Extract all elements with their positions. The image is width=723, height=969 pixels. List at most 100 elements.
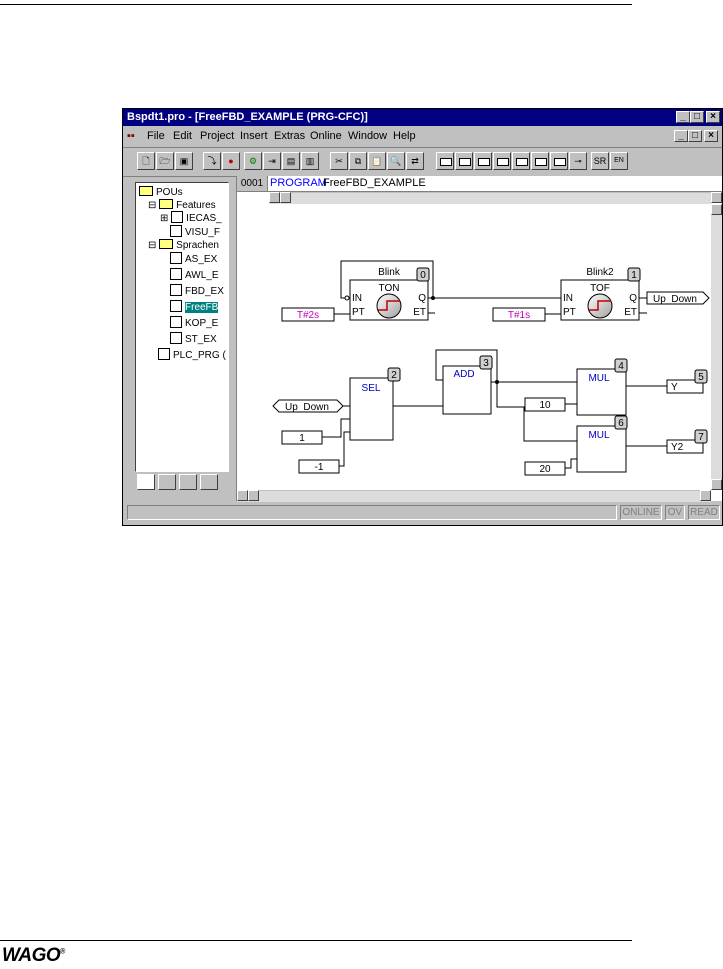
close-button[interactable]: × xyxy=(706,111,720,123)
editor-scroll-right[interactable] xyxy=(700,490,711,501)
toolbar: 🗋 🗁 ▣ ⤵ ● ⚙ ⇥ ▤ ▥ ✂ ⧉ 📋 🔍 ⇄ ⊸ SR EN xyxy=(123,147,722,177)
build-icon[interactable]: ⤵ xyxy=(203,152,221,170)
editor-horizontal-scrollbar[interactable] xyxy=(237,490,711,502)
replace-icon[interactable]: ⇄ xyxy=(406,152,424,170)
menu-insert[interactable]: Insert xyxy=(240,130,268,142)
find-icon[interactable]: 🔍 xyxy=(387,152,405,170)
negate-icon[interactable]: ⊸ xyxy=(569,152,587,170)
mdi-close-button[interactable]: × xyxy=(704,130,718,142)
y2-order: 7 xyxy=(698,432,704,443)
up-down-output-box[interactable] xyxy=(646,291,710,305)
stop-icon[interactable]: ● xyxy=(222,152,240,170)
decl-scroll-right[interactable] xyxy=(280,192,291,203)
tree-item-sprachen[interactable]: ⊟ Sprachen xyxy=(148,239,219,251)
logout-icon[interactable]: ▤ xyxy=(282,152,300,170)
line-number: 0001 xyxy=(237,176,268,191)
sel-const2: -1 xyxy=(315,462,324,473)
menu-edit[interactable]: Edit xyxy=(173,130,192,142)
editor-scroll-thumb[interactable] xyxy=(248,490,259,501)
sel-type: SEL xyxy=(362,383,381,394)
mul1-box[interactable] xyxy=(576,368,627,416)
menu-help[interactable]: Help xyxy=(393,130,416,142)
mdi-restore-button[interactable]: □ xyxy=(688,130,702,142)
app-menu-icon[interactable]: ▪▪ xyxy=(127,130,135,142)
blink2-pt-const: T#1s xyxy=(508,310,530,321)
menu-extras[interactable]: Extras xyxy=(274,130,306,142)
tree-item-iecas[interactable]: ⊞ IECAS_ xyxy=(160,211,222,224)
cfc-editor[interactable]: 0001 PROGRAM FreeFBD_EXAMPLE Blink TON 0… xyxy=(236,176,722,502)
open-icon[interactable]: 🗁 xyxy=(156,152,174,170)
editor-scroll-down[interactable] xyxy=(711,479,722,490)
blink2-pin-et: ET xyxy=(624,307,637,318)
tab-datatypes-icon[interactable] xyxy=(158,474,176,490)
blink-feedback-wire xyxy=(340,260,434,299)
tree-item-kop[interactable]: KOP_E xyxy=(170,316,218,330)
copy-icon[interactable]: ⧉ xyxy=(349,152,367,170)
tree-item-fbd[interactable]: FBD_EX xyxy=(170,284,224,298)
login-icon[interactable]: ⇥ xyxy=(263,152,281,170)
decl-horizontal-scrollbar[interactable] xyxy=(269,192,711,204)
save-icon[interactable]: ▣ xyxy=(175,152,193,170)
set-reset-icon[interactable]: SR xyxy=(591,152,609,170)
input-icon[interactable] xyxy=(455,152,473,170)
add-type: ADD xyxy=(453,369,474,380)
box-icon[interactable] xyxy=(436,152,454,170)
menu-window[interactable]: Window xyxy=(348,130,388,142)
tree-item-as[interactable]: AS_EX xyxy=(170,252,217,266)
decl-scroll-right-end[interactable] xyxy=(711,192,722,203)
editor-scroll-up[interactable] xyxy=(711,204,722,215)
tree-item-pous[interactable]: POUs xyxy=(139,186,183,199)
menu-project[interactable]: Project xyxy=(200,130,235,142)
jump-icon[interactable] xyxy=(493,152,511,170)
tree-item-st[interactable]: ST_EX xyxy=(170,332,217,346)
blink2-pin-pt: PT xyxy=(563,307,576,318)
logout2-icon[interactable]: ▥ xyxy=(301,152,319,170)
blink-order: 0 xyxy=(420,270,426,281)
tree-item-visu[interactable]: VISU_F xyxy=(170,225,220,239)
y-output-box[interactable] xyxy=(666,379,704,394)
folder-icon xyxy=(159,199,174,210)
new-icon[interactable]: 🗋 xyxy=(137,152,155,170)
editor-vertical-scrollbar[interactable] xyxy=(711,204,722,490)
y2-output-box[interactable] xyxy=(666,439,704,454)
up-down-output: Up_Down xyxy=(653,294,697,305)
editor-scroll-left[interactable] xyxy=(237,490,248,501)
en-icon[interactable]: EN xyxy=(610,152,628,170)
label-icon[interactable] xyxy=(512,152,530,170)
tree-item-awl[interactable]: AWL_E xyxy=(170,268,219,282)
blink2-type: TOF xyxy=(590,283,610,294)
tree-item-plc-prg[interactable]: PLC_PRG ( xyxy=(158,348,226,362)
output-icon[interactable] xyxy=(474,152,492,170)
folder-icon xyxy=(159,239,174,250)
tab-visualizations-icon[interactable] xyxy=(179,474,197,490)
menu-online[interactable]: Online xyxy=(310,130,342,142)
add-order-badge xyxy=(479,355,493,370)
mdi-buttons: _ □ × xyxy=(674,130,718,142)
pou-icon xyxy=(170,332,182,345)
return-icon[interactable] xyxy=(531,152,549,170)
add-box[interactable] xyxy=(442,365,492,415)
app-window: Bspdt1.pro - [FreeFBD_EXAMPLE (PRG-CFC)]… xyxy=(122,108,723,526)
pou-icon xyxy=(170,300,182,313)
mdi-minimize-button[interactable]: _ xyxy=(674,130,688,142)
tab-pous-icon[interactable] xyxy=(137,474,155,490)
up-down-input: Up_Down xyxy=(285,402,329,413)
blink-pin-pt: PT xyxy=(352,307,365,318)
tree-item-features[interactable]: ⊟ Features xyxy=(148,199,216,211)
declaration-pane[interactable]: 0001 PROGRAM FreeFBD_EXAMPLE xyxy=(237,176,722,192)
mul2-box[interactable] xyxy=(576,425,627,473)
up-down-input-box[interactable] xyxy=(272,399,344,413)
sel-box[interactable] xyxy=(349,377,394,441)
mul1-type: MUL xyxy=(588,373,610,384)
decl-scroll-left[interactable] xyxy=(269,192,280,203)
cut-icon[interactable]: ✂ xyxy=(330,152,348,170)
paste-icon[interactable]: 📋 xyxy=(368,152,386,170)
menu-file[interactable]: File xyxy=(147,130,165,142)
window-title: Bspdt1.pro - [FreeFBD_EXAMPLE (PRG-CFC)] xyxy=(127,111,368,123)
maximize-button[interactable]: □ xyxy=(690,111,704,123)
run-icon[interactable]: ⚙ xyxy=(244,152,262,170)
comment-icon[interactable] xyxy=(550,152,568,170)
tree-item-freefbd[interactable]: FreeFB xyxy=(170,300,219,314)
minimize-button[interactable]: _ xyxy=(676,111,690,123)
tab-resources-icon[interactable] xyxy=(200,474,218,490)
